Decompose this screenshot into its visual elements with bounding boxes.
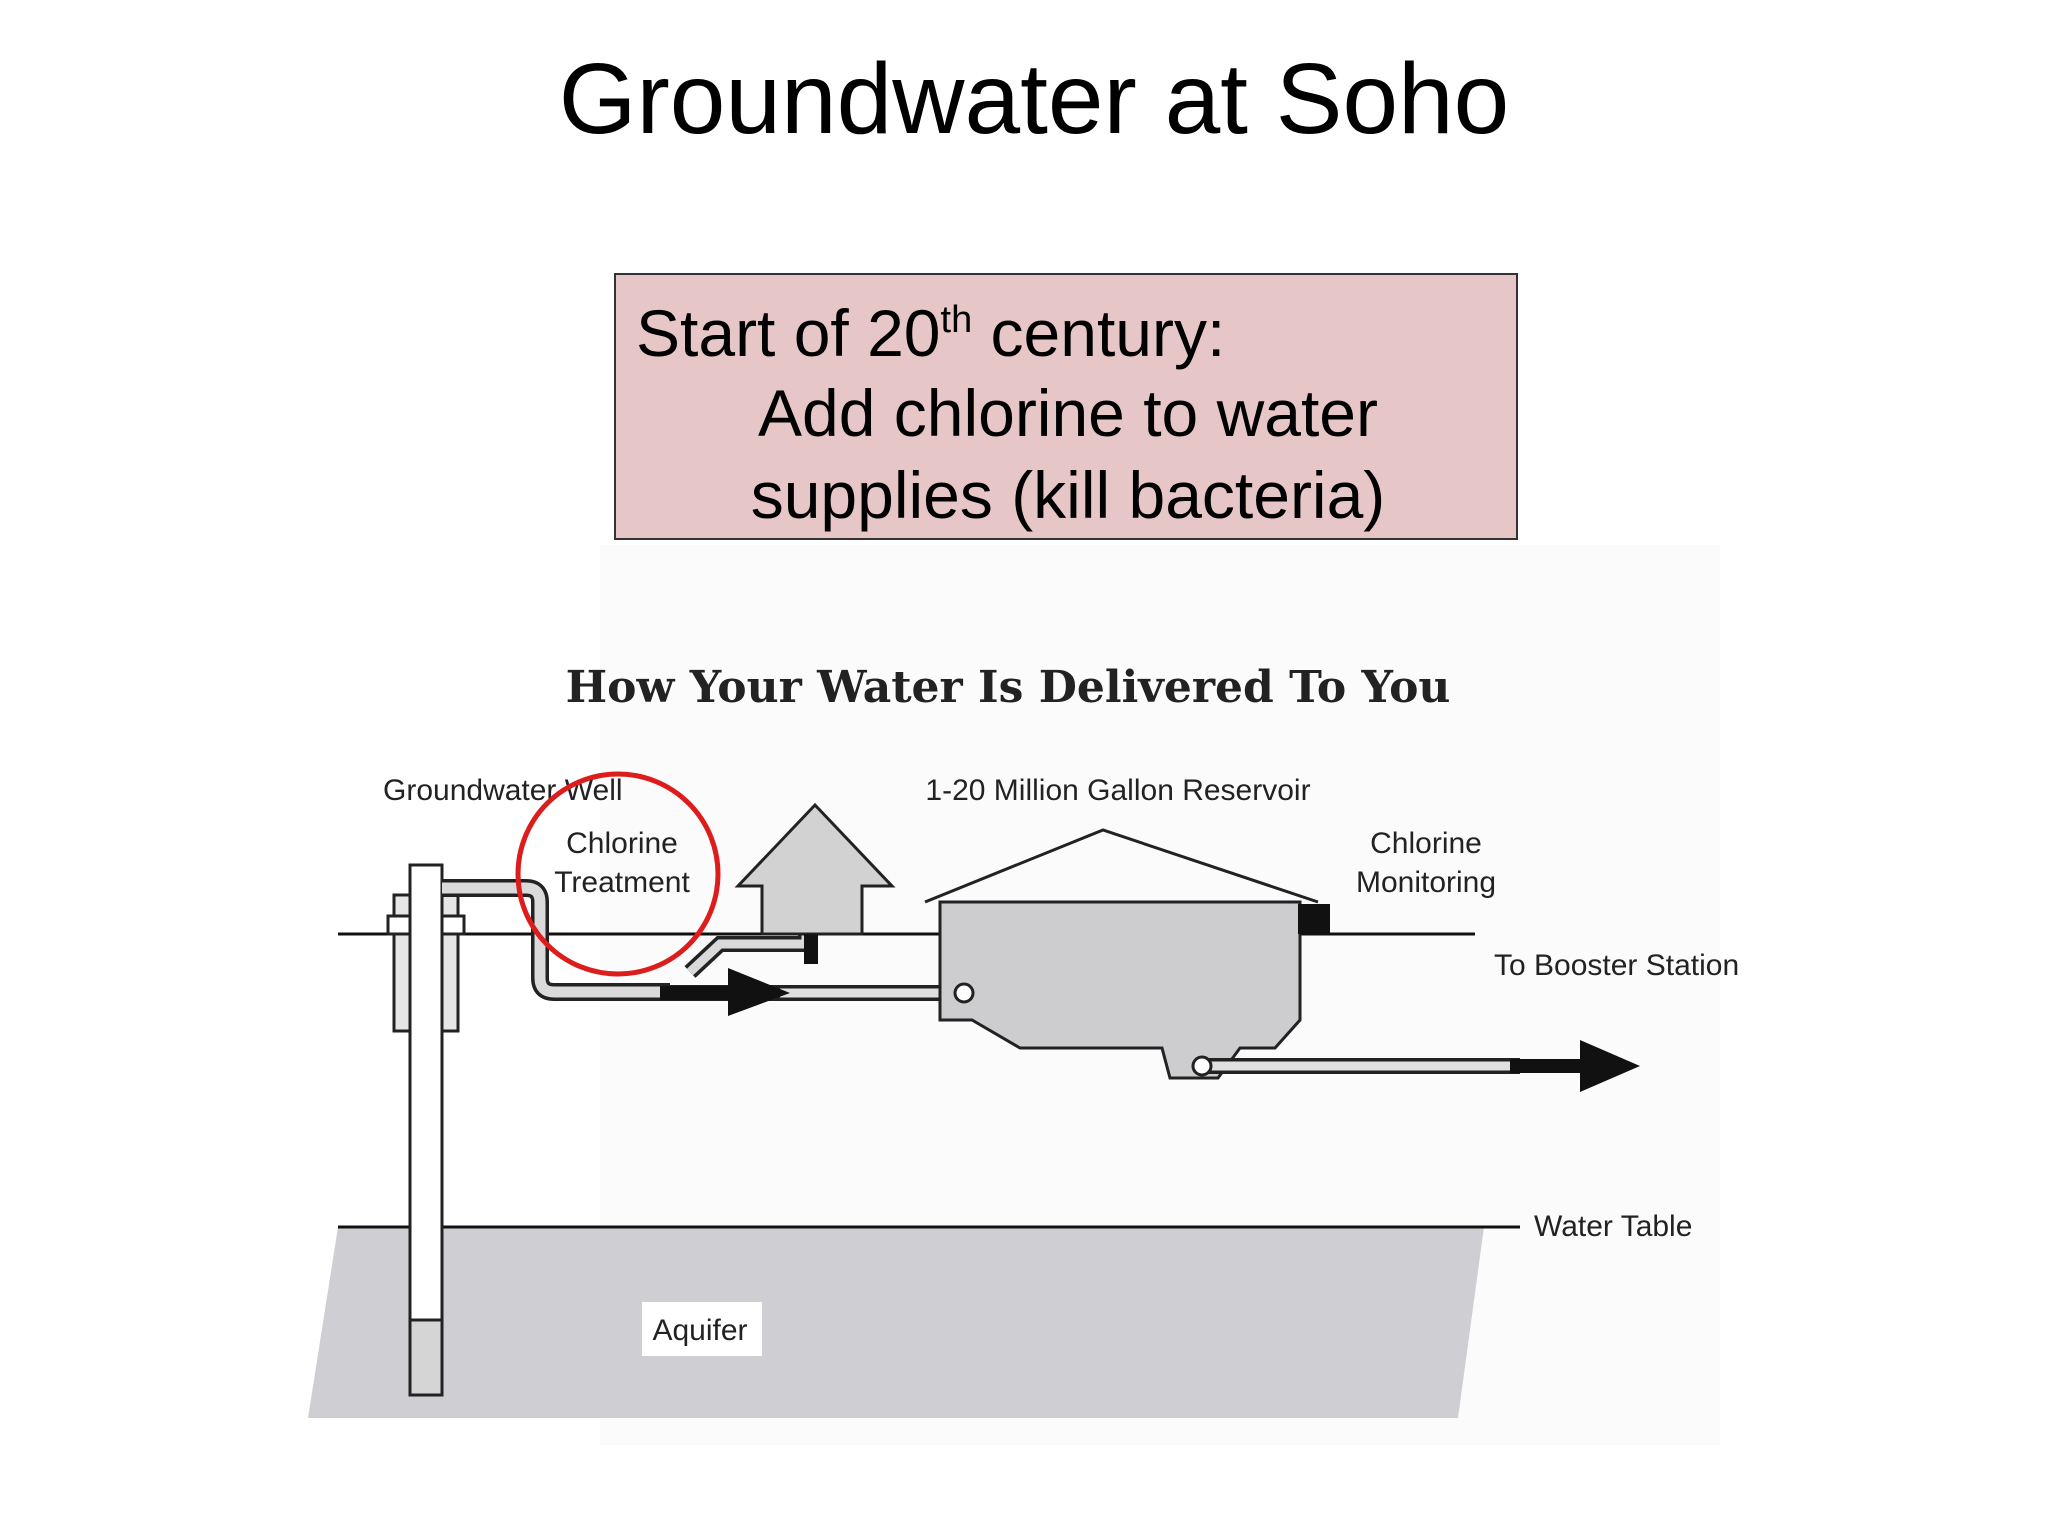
label-reservoir: 1-20 Million Gallon Reservoir	[925, 774, 1310, 807]
well-shaft	[408, 863, 444, 1397]
label-chlorine-treatment-1: Chlorine	[566, 827, 678, 860]
label-aquifer: Aquifer	[652, 1314, 747, 1347]
reservoir-inlet	[953, 982, 975, 1004]
reservoir-roof	[924, 828, 1319, 904]
label-chlorine-monitoring-2: Monitoring	[1356, 866, 1496, 899]
callout-line-2: Add chlorine to water	[757, 376, 1378, 450]
highlight-circle	[515, 771, 721, 977]
callout-box: Start of 20th century: Add chlorine to w…	[614, 273, 1518, 540]
callout-line-1-prefix: Start of 20	[636, 296, 941, 370]
treatment-building	[734, 802, 896, 936]
callout-line-1-suffix: century:	[972, 296, 1226, 370]
label-chlorine-treatment-2: Treatment	[554, 866, 690, 899]
diagram-title: How Your Water Is Delivered To You	[566, 662, 1451, 713]
treatment-outlet	[804, 934, 818, 964]
slide-title: Groundwater at Soho	[558, 43, 1510, 155]
well-screen	[408, 1318, 444, 1397]
callout-line-3: supplies (kill bacteria)	[750, 458, 1386, 532]
callout-superscript: th	[940, 299, 973, 341]
monitoring-sensor	[1298, 904, 1330, 934]
flow-arrow-2	[1580, 1040, 1640, 1092]
aquifer-ground	[308, 1227, 1484, 1418]
callout-line-1: Start of 20th century:	[636, 293, 1225, 373]
reservoir-tank	[938, 900, 1302, 1080]
label-water-table: Water Table	[1534, 1210, 1692, 1243]
label-chlorine-monitoring-1: Chlorine	[1370, 827, 1482, 860]
aquifer-label-box	[642, 1302, 762, 1356]
label-booster-station: To Booster Station	[1494, 949, 1739, 982]
flow-arrow-1	[728, 968, 790, 1016]
reservoir-outlet	[1191, 1055, 1213, 1077]
